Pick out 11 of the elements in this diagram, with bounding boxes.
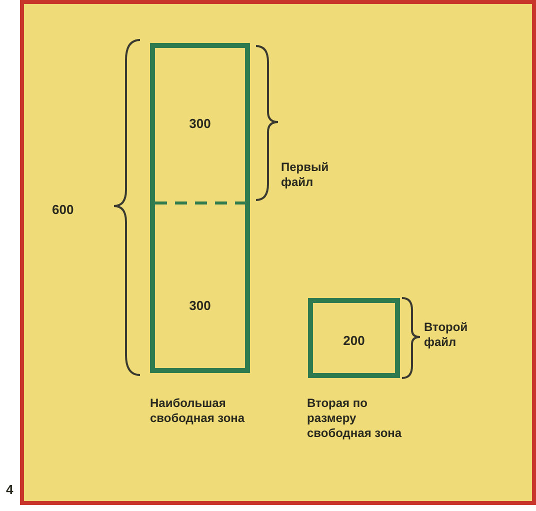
file-label: Второй файл	[424, 320, 469, 350]
memory-block	[150, 43, 250, 373]
block-size: 300	[189, 298, 211, 313]
zone-caption: Наибольшая свободная зона	[150, 396, 245, 426]
block-size: 200	[343, 333, 365, 348]
zone-caption: Вторая по размеру свободная зона	[307, 396, 402, 441]
file-label: Первый файл	[281, 160, 330, 190]
block-size: 300	[189, 116, 211, 131]
size-label: 600	[52, 202, 75, 217]
figure-number: 4	[6, 482, 14, 497]
memory-block	[308, 298, 400, 378]
